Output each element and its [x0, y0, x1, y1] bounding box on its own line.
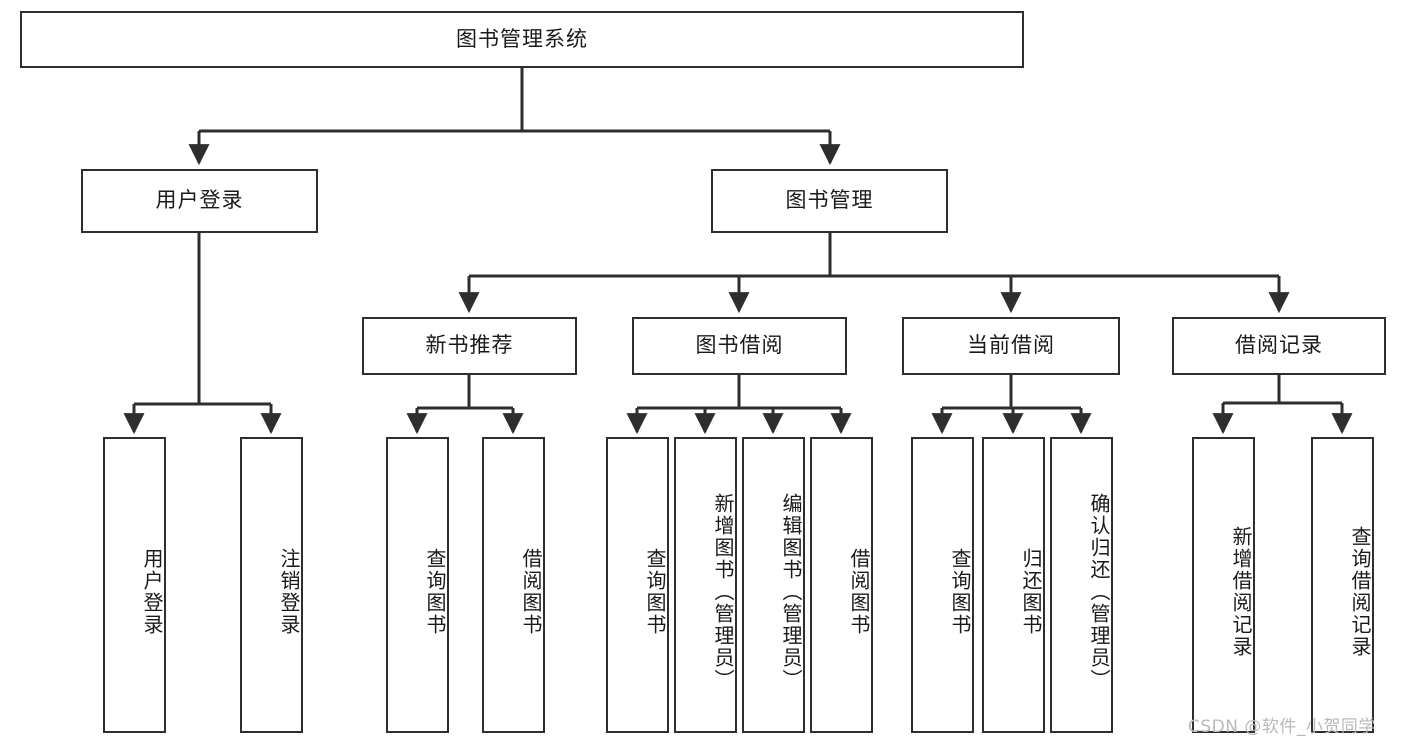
node-label: 借阅记录 — [1235, 333, 1323, 358]
node-current-borrow[interactable]: 当前借阅 — [902, 317, 1120, 375]
node-label: 图书借阅 — [695, 333, 784, 358]
node-label: 新增借阅记录 — [1229, 526, 1253, 658]
node-label: 新书推荐 — [425, 333, 514, 358]
node-label: 查询借阅记录 — [1348, 526, 1372, 658]
node-user-login[interactable]: 用户登录 — [81, 169, 318, 233]
node-book-borrow[interactable]: 图书借阅 — [632, 317, 847, 375]
node-leaf-borrow-book-1[interactable]: 借阅图书 — [482, 437, 545, 733]
node-leaf-add-book-admin[interactable]: 新增图书（管理员） — [674, 437, 737, 733]
node-label: 确认归还（管理员） — [1087, 493, 1111, 691]
node-leaf-borrow-book-2[interactable]: 借阅图书 — [810, 437, 873, 733]
node-book-management-system[interactable]: 图书管理系统 — [20, 11, 1024, 68]
node-leaf-query-book-3[interactable]: 查询图书 — [911, 437, 974, 733]
node-book-management[interactable]: 图书管理 — [711, 169, 948, 233]
node-label: 查询图书 — [948, 548, 972, 636]
node-label: 借阅图书 — [847, 548, 871, 636]
node-leaf-query-borrow-record[interactable]: 查询借阅记录 — [1311, 437, 1374, 733]
node-label: 借阅图书 — [519, 548, 543, 636]
node-label: 注销登录 — [277, 548, 301, 636]
node-leaf-query-book-1[interactable]: 查询图书 — [386, 437, 449, 733]
node-label: 图书管理 — [785, 188, 874, 213]
node-label: 编辑图书（管理员） — [779, 493, 803, 691]
node-leaf-return-book[interactable]: 归还图书 — [982, 437, 1045, 733]
node-borrow-record[interactable]: 借阅记录 — [1172, 317, 1386, 375]
node-label: 查询图书 — [643, 548, 667, 636]
node-new-book-recommend[interactable]: 新书推荐 — [362, 317, 577, 375]
node-label: 归还图书 — [1019, 548, 1043, 636]
node-label: 用户登录 — [140, 548, 164, 636]
node-leaf-query-book-2[interactable]: 查询图书 — [606, 437, 669, 733]
node-label: 用户登录 — [155, 188, 244, 213]
node-label: 当前借阅 — [967, 333, 1055, 358]
node-leaf-add-borrow-record[interactable]: 新增借阅记录 — [1192, 437, 1255, 733]
node-leaf-user-login[interactable]: 用户登录 — [103, 437, 166, 733]
csdn-watermark: CSDN @软件_小贺同学 — [1188, 717, 1376, 737]
node-label: 新增图书（管理员） — [711, 493, 735, 691]
node-leaf-edit-book-admin[interactable]: 编辑图书（管理员） — [742, 437, 805, 733]
node-leaf-logout[interactable]: 注销登录 — [240, 437, 303, 733]
node-label: 图书管理系统 — [456, 26, 588, 51]
node-label: 查询图书 — [423, 548, 447, 636]
node-leaf-confirm-return-admin[interactable]: 确认归还（管理员） — [1050, 437, 1113, 733]
